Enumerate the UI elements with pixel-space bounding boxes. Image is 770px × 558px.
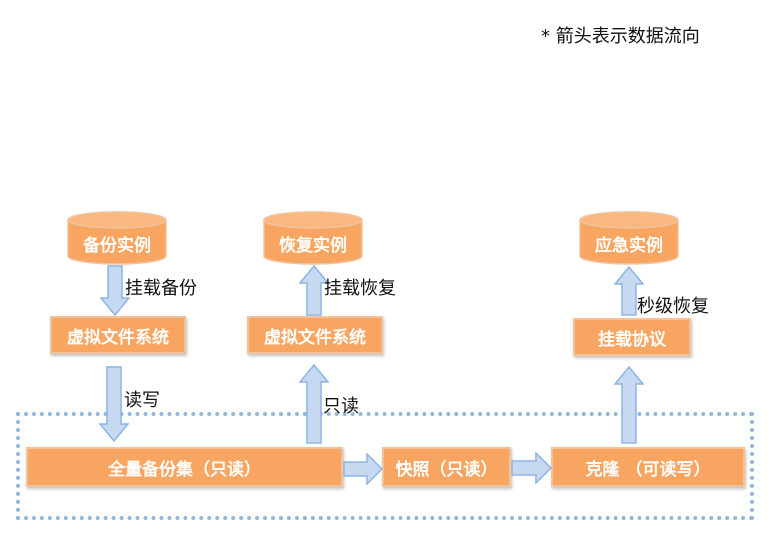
backup-instance-db: 备份实例 — [67, 211, 167, 265]
emergency-instance-label: 应急实例 — [595, 236, 663, 256]
backup-instance-label: 备份实例 — [83, 236, 151, 256]
backup-to-snapshot-arrow — [343, 453, 383, 485]
read-only-arrow-up — [299, 364, 329, 444]
read-only-label: 只读 — [323, 396, 359, 417]
read-write-arrow-down — [99, 366, 129, 442]
snapshot-box: 快照（只读） — [382, 447, 511, 487]
mount-backup-label: 挂载备份 — [125, 278, 197, 299]
mount-backup-arrow-down — [100, 265, 130, 316]
restore-instance-label: 恢复实例 — [279, 236, 347, 256]
full-backup-box: 全量备份集（只读） — [26, 447, 343, 487]
mount-restore-label: 挂载恢复 — [324, 278, 396, 299]
restore-instance-db: 恢复实例 — [263, 211, 363, 265]
read-write-label: 读写 — [124, 390, 160, 411]
database-icon — [579, 211, 679, 265]
clone-box: 克隆 （可读写） — [551, 447, 745, 487]
legend-note: * 箭头表示数据流向 — [541, 26, 700, 47]
clone-to-protocol-arrow-up — [614, 366, 644, 444]
database-icon — [67, 211, 167, 265]
vfs-box-left: 虚拟文件系统 — [50, 316, 186, 354]
instant-restore-label: 秒级恢复 — [637, 296, 709, 317]
mount-protocol-box: 挂载协议 — [573, 318, 691, 356]
snapshot-to-clone-arrow — [511, 452, 552, 484]
emergency-instance-db: 应急实例 — [579, 211, 679, 265]
mount-restore-arrow-up — [299, 265, 329, 316]
vfs-box-middle: 虚拟文件系统 — [247, 316, 383, 354]
database-icon — [263, 211, 363, 265]
instant-restore-arrow-up — [614, 266, 644, 316]
storage-region — [16, 412, 754, 520]
